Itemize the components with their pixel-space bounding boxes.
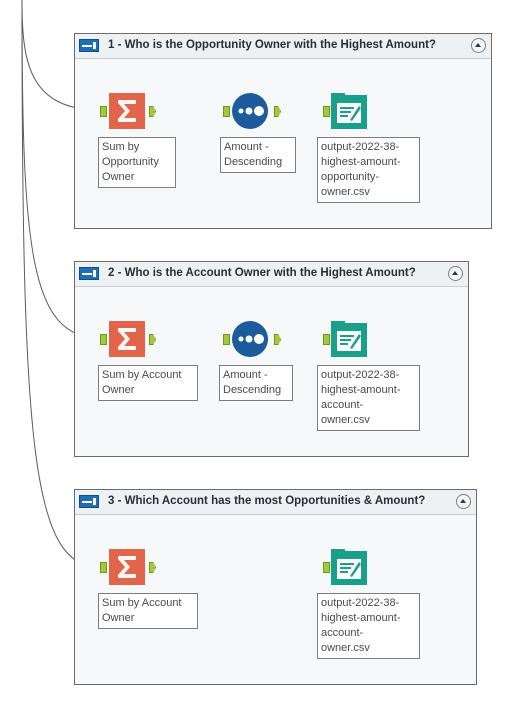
output-anchor[interactable]: [149, 106, 156, 117]
output-anchor[interactable]: [149, 334, 156, 345]
output-file-icon: [331, 321, 367, 357]
output-anchor[interactable]: [149, 562, 156, 573]
collapse-chevron-up-icon[interactable]: [448, 266, 463, 281]
summarize-tool[interactable]: [109, 93, 145, 129]
input-anchor[interactable]: [323, 106, 330, 117]
input-anchor[interactable]: [100, 106, 107, 117]
container-1[interactable]: 1 - Who is the Opportunity Owner with th…: [74, 33, 492, 229]
collapse-chevron-up-icon[interactable]: [471, 38, 486, 53]
summarize-tool[interactable]: [109, 549, 145, 585]
container-title: 3 - Which Account has the most Opportuni…: [108, 495, 426, 507]
input-anchor[interactable]: [223, 334, 230, 345]
container-title: 1 - Who is the Opportunity Owner with th…: [108, 39, 436, 51]
summarize-tool[interactable]: [109, 321, 145, 357]
container-header[interactable]: 2 - Who is the Account Owner with the Hi…: [75, 262, 468, 287]
output-tool-label: output-2022-38- highest-amount- account-…: [317, 365, 420, 431]
input-anchor[interactable]: [100, 334, 107, 345]
output-file-icon: [331, 549, 367, 585]
input-anchor[interactable]: [323, 562, 330, 573]
container-2[interactable]: 2 - Who is the Account Owner with the Hi…: [74, 261, 469, 457]
output-anchor[interactable]: [274, 334, 281, 345]
summarize-tool-label: Sum by Opportunity Owner: [98, 137, 176, 188]
input-anchor[interactable]: [223, 106, 230, 117]
input-anchor[interactable]: [100, 562, 107, 573]
output-file-icon: [331, 93, 367, 129]
container-icon[interactable]: [79, 267, 99, 280]
sort-dots-icon: [232, 93, 268, 129]
output-tool-label: output-2022-38- highest-amount- account-…: [317, 593, 420, 659]
container-header[interactable]: 3 - Which Account has the most Opportuni…: [75, 490, 476, 515]
container-icon[interactable]: [79, 495, 99, 508]
sort-tool-label: Amount - Descending: [220, 137, 296, 173]
sort-dots-icon: [232, 321, 268, 357]
sort-tool[interactable]: [232, 93, 268, 129]
container-header[interactable]: 1 - Who is the Opportunity Owner with th…: [75, 34, 491, 59]
output-anchor[interactable]: [274, 106, 281, 117]
container-icon[interactable]: [79, 39, 99, 52]
output-tool[interactable]: [331, 93, 367, 129]
output-tool[interactable]: [331, 321, 367, 357]
summarize-sigma-icon: [109, 549, 145, 585]
output-tool[interactable]: [331, 549, 367, 585]
container-title: 2 - Who is the Account Owner with the Hi…: [108, 267, 416, 279]
summarize-tool-label: Sum by Account Owner: [98, 593, 198, 629]
summarize-sigma-icon: [109, 93, 145, 129]
sort-tool[interactable]: [232, 321, 268, 357]
sort-tool-label: Amount - Descending: [219, 365, 293, 401]
output-tool-label: output-2022-38- highest-amount- opportun…: [317, 137, 420, 203]
input-anchor[interactable]: [323, 334, 330, 345]
summarize-tool-label: Sum by Account Owner: [98, 365, 198, 401]
summarize-sigma-icon: [109, 321, 145, 357]
collapse-chevron-up-icon[interactable]: [456, 494, 471, 509]
